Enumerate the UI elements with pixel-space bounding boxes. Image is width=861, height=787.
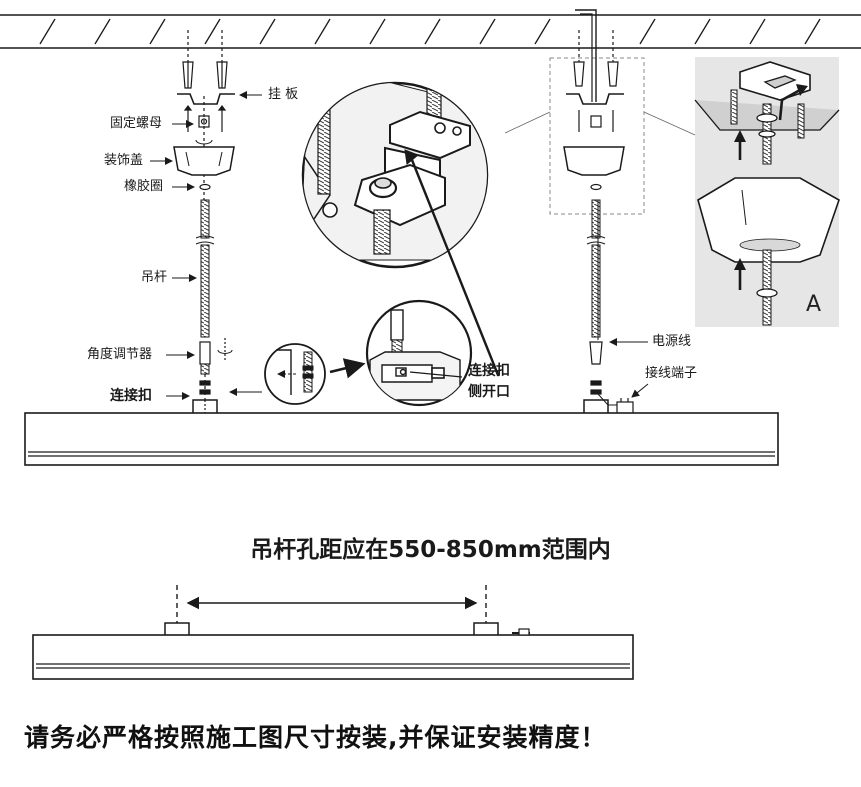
rubber-ring-label: 橡胶圈 [124, 179, 164, 194]
connector-detail-magnifier [301, 81, 489, 269]
pointer-lines [404, 111, 696, 378]
insert-direction-inset [264, 343, 366, 405]
upper-fixture-bar [24, 412, 779, 466]
left-leader-lines [150, 91, 262, 400]
connector-side-opening-label-2: 侧开口 [468, 384, 510, 400]
left-exploded-assembly [173, 30, 235, 413]
power-cord-label: 电源线 [652, 334, 692, 349]
panel-a-detail [694, 57, 840, 327]
terminal-block-label: 接线端子 [645, 366, 698, 381]
hanging-plate-label: 挂 板 [268, 87, 299, 102]
fixing-nut-label: 固定螺母 [110, 116, 163, 131]
ceiling [0, 14, 861, 49]
installation-warning: 请务必严格按照施工图尺寸按装,并保证安装精度！ [24, 723, 607, 752]
rod-spacing-note: 吊杆孔距应在550-850mm范围内 [250, 537, 611, 563]
spacing-diagram [32, 585, 634, 680]
connector-buckle-label: 连接扣 [110, 388, 152, 404]
angle-adjuster-label: 角度调节器 [87, 347, 153, 362]
panel-a-letter: A [806, 292, 822, 317]
suspension-rod-label: 吊杆 [141, 270, 168, 285]
connector-side-opening-magnifier [365, 299, 473, 407]
right-leader-lines [609, 338, 649, 398]
decorative-cover-label: 装饰盖 [104, 153, 144, 168]
connector-side-opening-label-1: 连接扣 [468, 363, 510, 379]
right-exploded-assembly [549, 9, 645, 415]
